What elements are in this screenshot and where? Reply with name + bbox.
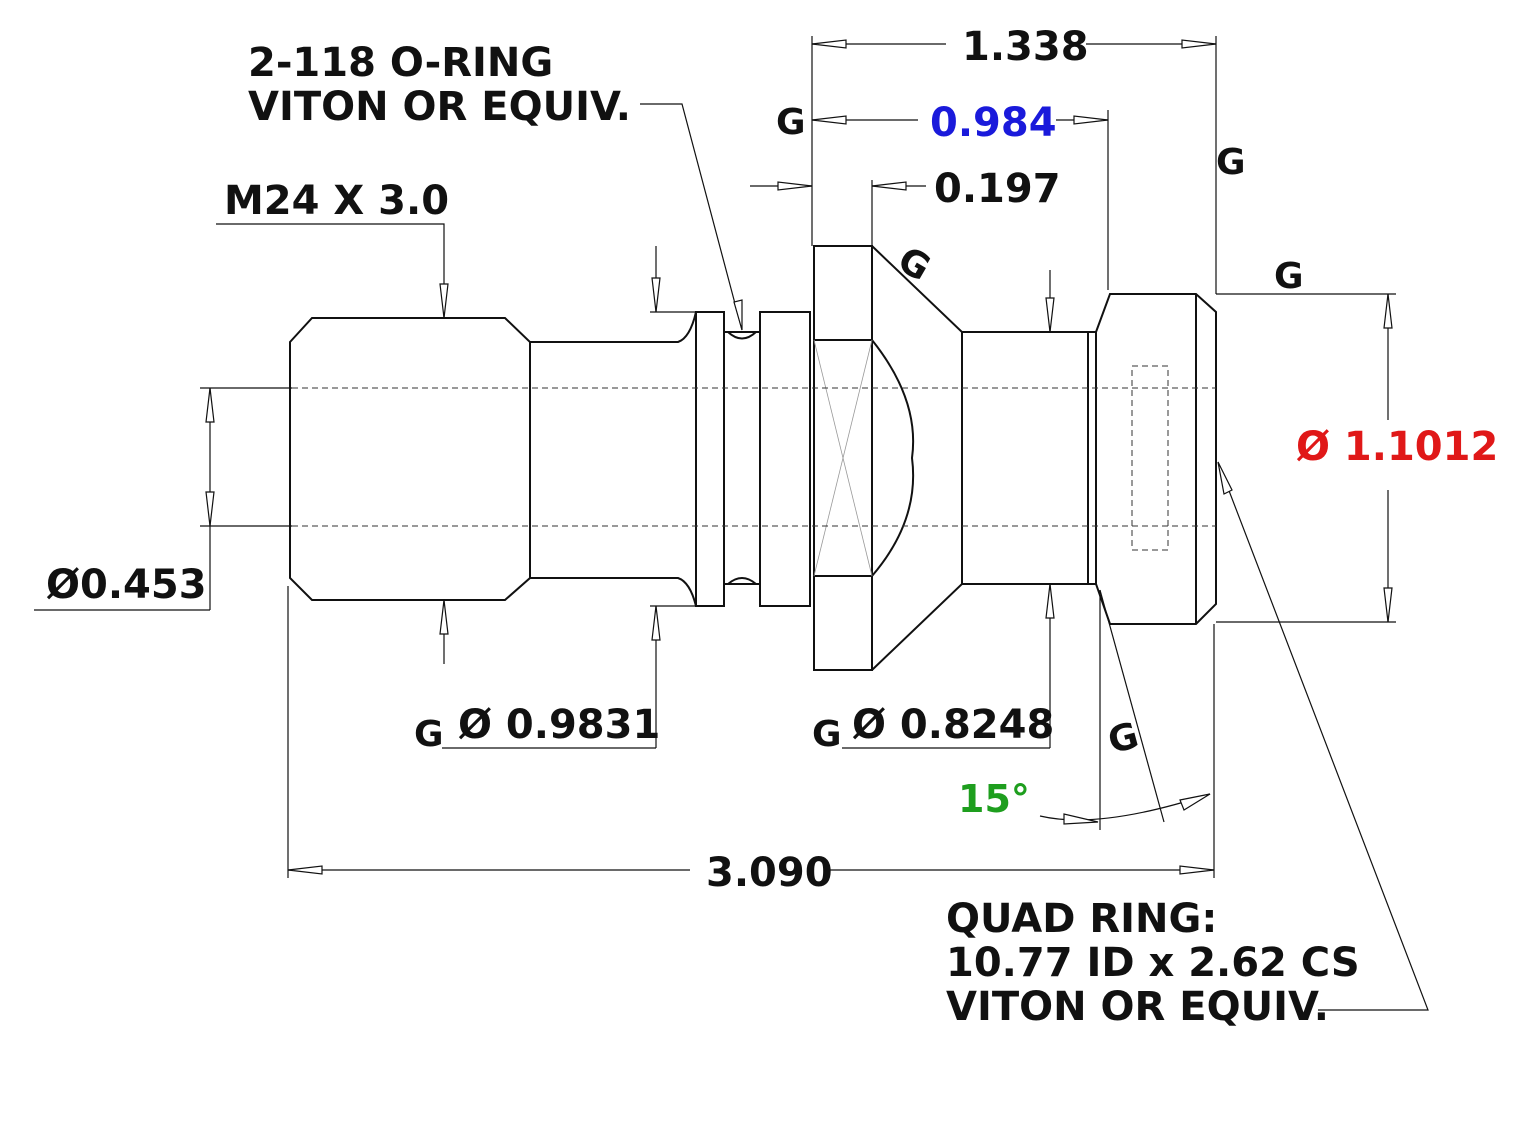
- diameter-9831-label: Ø 0.9831: [458, 702, 660, 748]
- thread-label: M24 X 3.0: [224, 178, 449, 224]
- g-mark: G: [776, 102, 806, 143]
- length-0197-label: 0.197: [934, 166, 1061, 212]
- g-mark: G: [891, 239, 937, 289]
- dimension-lines: [34, 36, 1429, 1011]
- g-mark: G: [812, 714, 842, 755]
- diameter-8248-label: Ø 0.8248: [852, 702, 1054, 748]
- g-mark: G: [1104, 715, 1143, 762]
- surface-marks: G G G G G G G: [414, 102, 1304, 762]
- quad-ring-line1: QUAD RING:: [946, 896, 1217, 942]
- labels: 2-118 O-RING VITON OR EQUIV. M24 X 3.0 Ø…: [46, 24, 1498, 1030]
- quad-ring-line3: VITON OR EQUIV.: [946, 984, 1329, 1030]
- part-outline: [289, 245, 1217, 671]
- length-0984-label: 0.984: [930, 100, 1057, 146]
- quad-ring-line2: 10.77 ID x 2.62 CS: [946, 940, 1360, 986]
- oring-label-line2: VITON OR EQUIV.: [248, 84, 631, 130]
- diameter-11012-label: Ø 1.1012: [1296, 424, 1498, 470]
- g-mark: G: [1216, 142, 1246, 183]
- g-mark: G: [1274, 256, 1304, 297]
- bore-diameter-label: Ø0.453: [46, 562, 207, 608]
- length-3090-label: 3.090: [706, 850, 833, 896]
- length-1338-label: 1.338: [962, 24, 1089, 70]
- angle-15-label: 15°: [958, 777, 1030, 821]
- oring-label-line1: 2-118 O-RING: [248, 40, 553, 86]
- g-mark: G: [414, 714, 444, 755]
